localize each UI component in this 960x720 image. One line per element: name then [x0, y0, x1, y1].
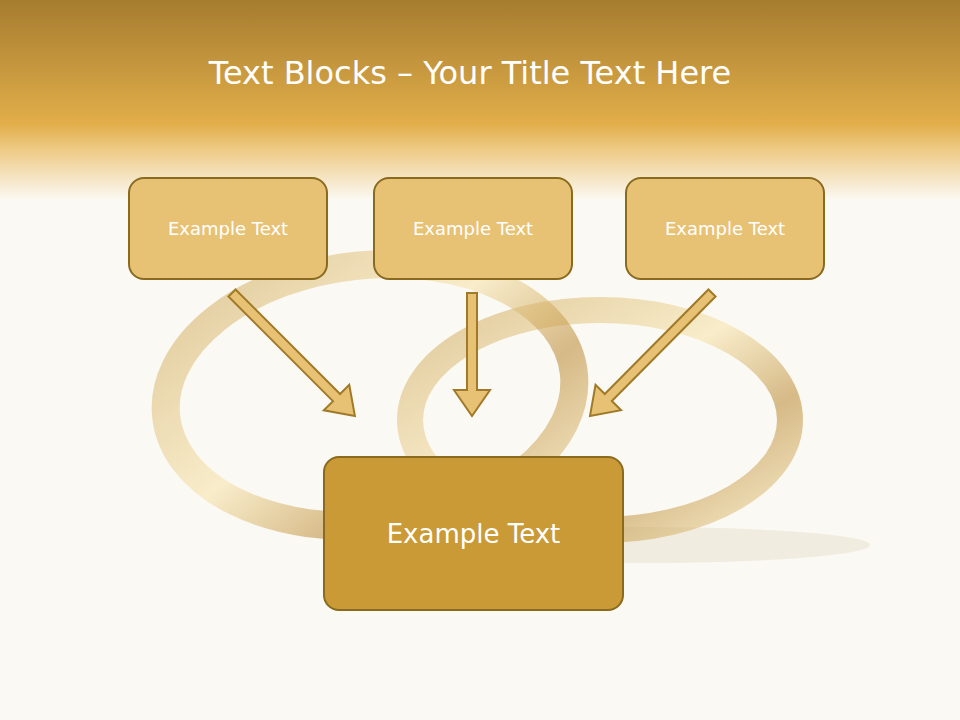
result-box: Example Text [323, 456, 624, 611]
text-block: Example Text [373, 177, 573, 280]
text-block: Example Text [128, 177, 328, 280]
header-gradient [0, 0, 960, 200]
text-block: Example Text [625, 177, 825, 280]
block-text: Example Text [665, 218, 785, 239]
block-arrow [590, 289, 716, 416]
block-text: Example Text [168, 218, 288, 239]
block-arrow [228, 289, 354, 416]
block-text: Example Text [413, 218, 533, 239]
block-text: Example Text [387, 519, 561, 549]
block-arrow [454, 293, 490, 416]
slide-title: Text Blocks – Your Title Text Here [0, 54, 940, 92]
